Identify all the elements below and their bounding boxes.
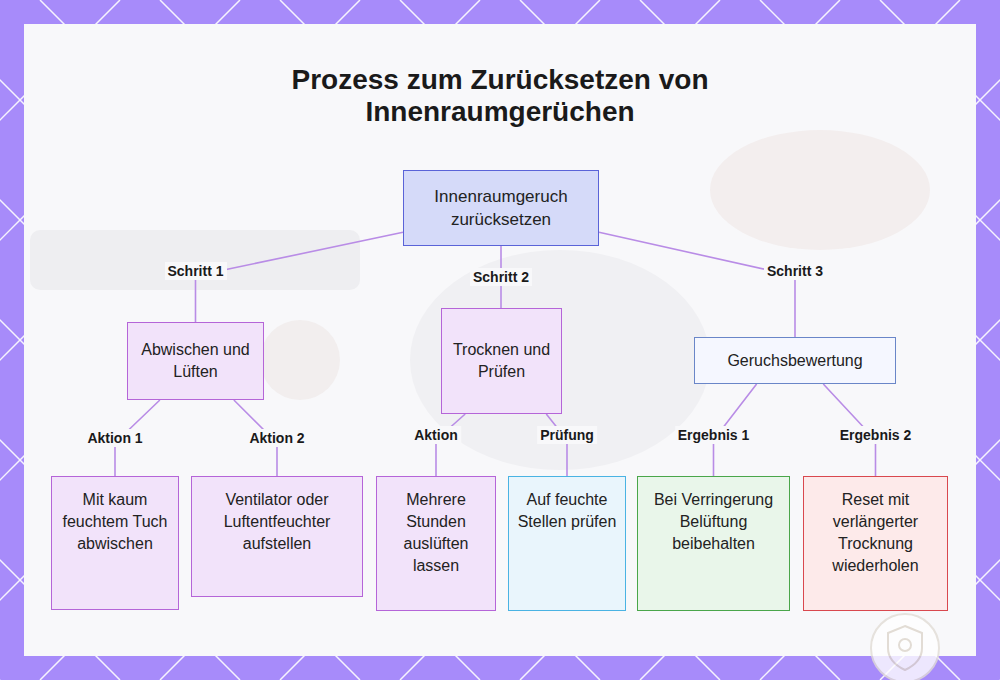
node-text: Mehrere Stunden auslüften lassen bbox=[385, 489, 487, 577]
step-box: Geruchsbewertung bbox=[694, 337, 896, 384]
connector bbox=[196, 232, 404, 322]
diagram-title: Prozess zum Zurücksetzen von Innenraumge… bbox=[250, 64, 750, 128]
edge-label: Aktion bbox=[411, 426, 461, 444]
edge-label: Schritt 3 bbox=[764, 262, 826, 280]
check-box: Auf feuchte Stellen prüfen bbox=[508, 476, 626, 611]
edge-label: Schritt 2 bbox=[470, 268, 532, 286]
edge-label: Aktion 2 bbox=[246, 429, 307, 447]
step-box: Trocknen und Prüfen bbox=[441, 308, 562, 414]
watermark-icon bbox=[871, 614, 939, 680]
edge-label: Schritt 1 bbox=[164, 262, 226, 280]
connector bbox=[599, 232, 795, 337]
node-text: Bei Verringerung Belüftung beibehalten bbox=[646, 489, 781, 555]
action-box: Ventilator oder Luftentfeuchter aufstell… bbox=[191, 476, 363, 597]
step-box: Abwischen und Lüften bbox=[127, 322, 264, 400]
result-box: Reset mit verlängerter Trocknung wiederh… bbox=[803, 476, 948, 611]
faded-photo bbox=[30, 130, 930, 470]
edge-label: Ergebnis 2 bbox=[837, 426, 915, 444]
node-text: Mit kaum feuchtem Tuch abwischen bbox=[60, 489, 170, 555]
edge-label: Prüfung bbox=[537, 426, 597, 444]
edge-label: Aktion 1 bbox=[84, 429, 145, 447]
node-text: Auf feuchte Stellen prüfen bbox=[517, 489, 617, 533]
edge-label: Ergebnis 1 bbox=[675, 426, 753, 444]
node-text: Reset mit verlängerter Trocknung wiederh… bbox=[812, 489, 939, 577]
node-text: Trocknen und Prüfen bbox=[450, 339, 553, 383]
action-box: Mehrere Stunden auslüften lassen bbox=[376, 476, 496, 611]
node-text: Abwischen und Lüften bbox=[136, 339, 255, 383]
connector bbox=[436, 414, 465, 476]
connector bbox=[546, 414, 567, 476]
result-box: Bei Verringerung Belüftung beibehalten bbox=[637, 476, 790, 611]
node-text: Ventilator oder Luftentfeuchter aufstell… bbox=[200, 489, 354, 555]
action-box: Mit kaum feuchtem Tuch abwischen bbox=[51, 476, 179, 610]
root-box: Innenraumgeruch zurücksetzen bbox=[403, 170, 599, 246]
node-text: Geruchsbewertung bbox=[727, 350, 862, 372]
node-text: Innenraumgeruch zurücksetzen bbox=[412, 185, 590, 231]
panel bbox=[24, 24, 976, 656]
